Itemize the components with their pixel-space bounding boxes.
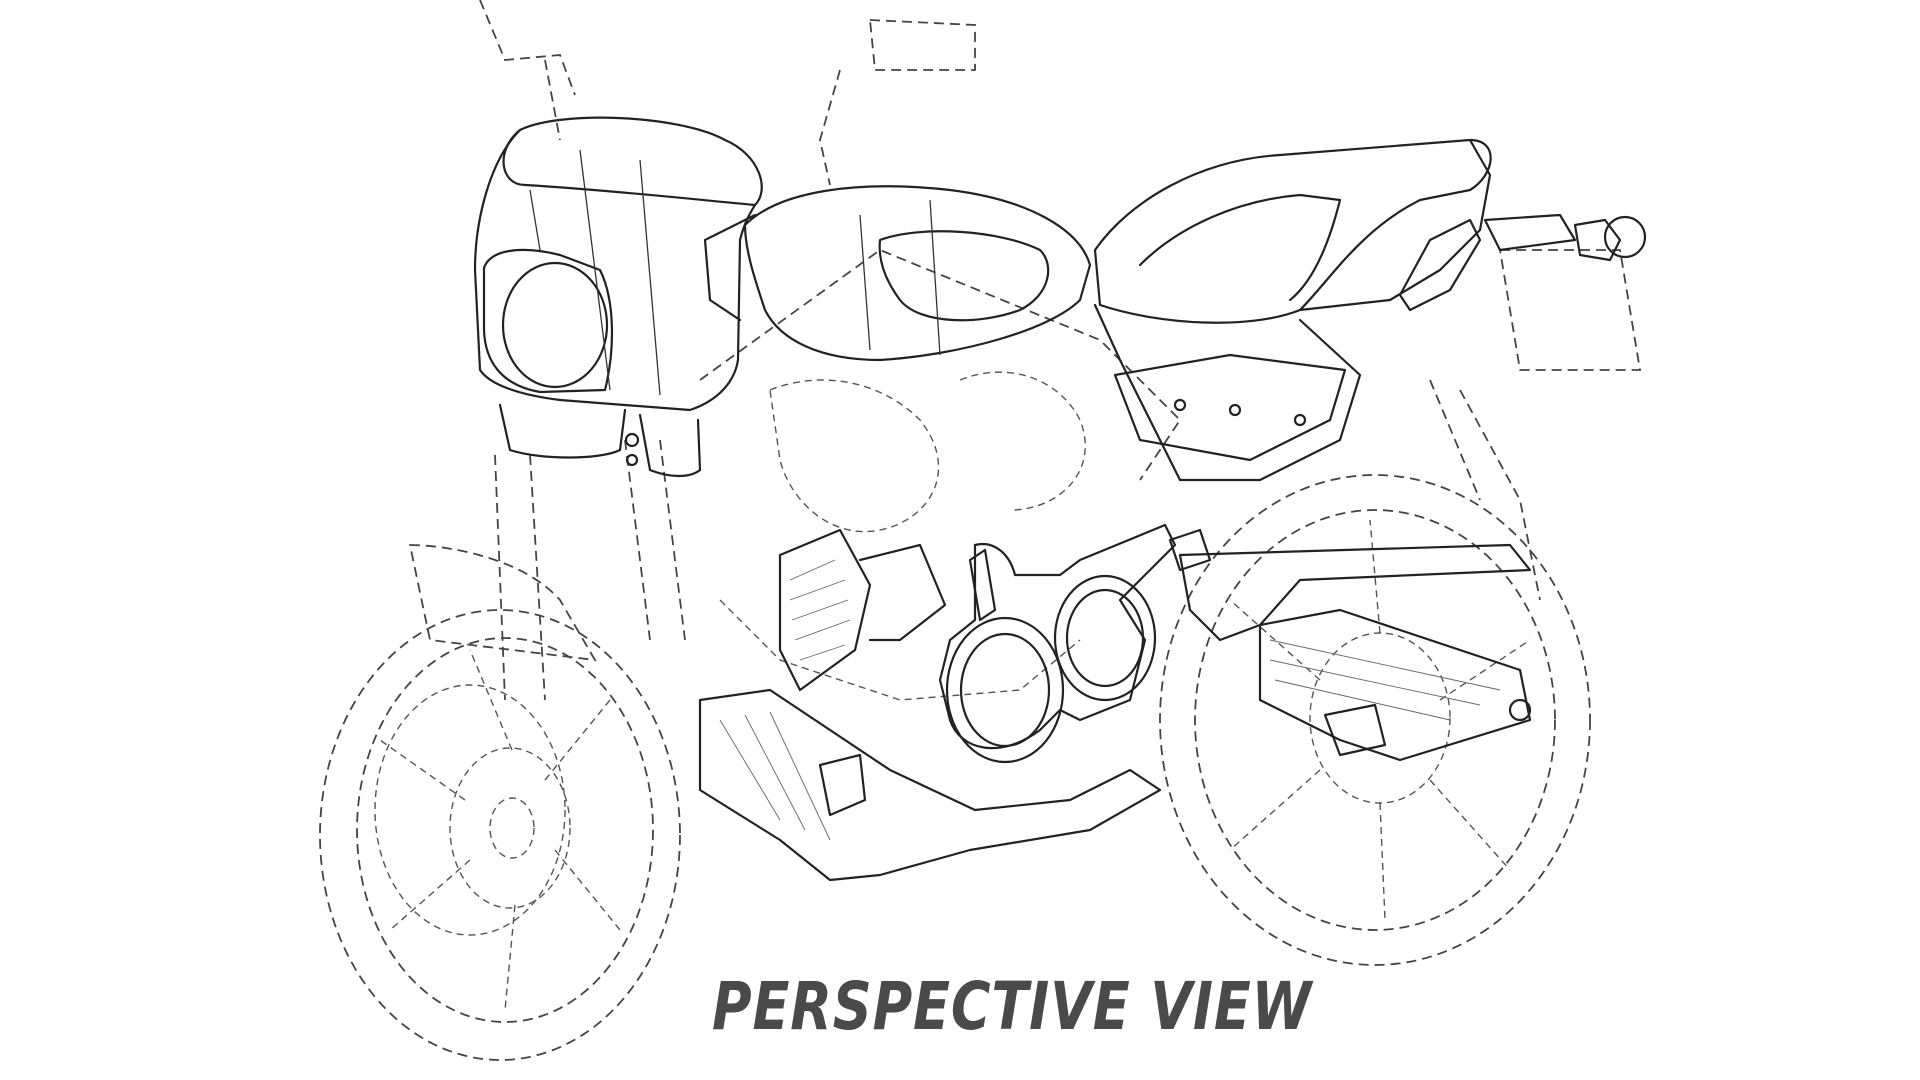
rear-wheel [1159,474,1591,966]
fuel-tank [703,185,1092,362]
belly-pan [698,688,1162,882]
swingarm [1178,543,1532,762]
headlight-fairing [473,116,763,412]
footpeg [1168,528,1212,572]
frame-engine [699,248,1642,701]
side-panel [1093,303,1362,482]
engine-covers [938,523,1177,764]
figure-caption: PERSPECTIVE VIEW [712,968,1313,1045]
tail-section [1398,213,1647,312]
radiator-shroud [778,528,947,692]
fork-clamp [498,403,702,478]
seat [1093,138,1492,324]
front-wheel [319,609,681,1061]
front-fork [408,0,976,701]
